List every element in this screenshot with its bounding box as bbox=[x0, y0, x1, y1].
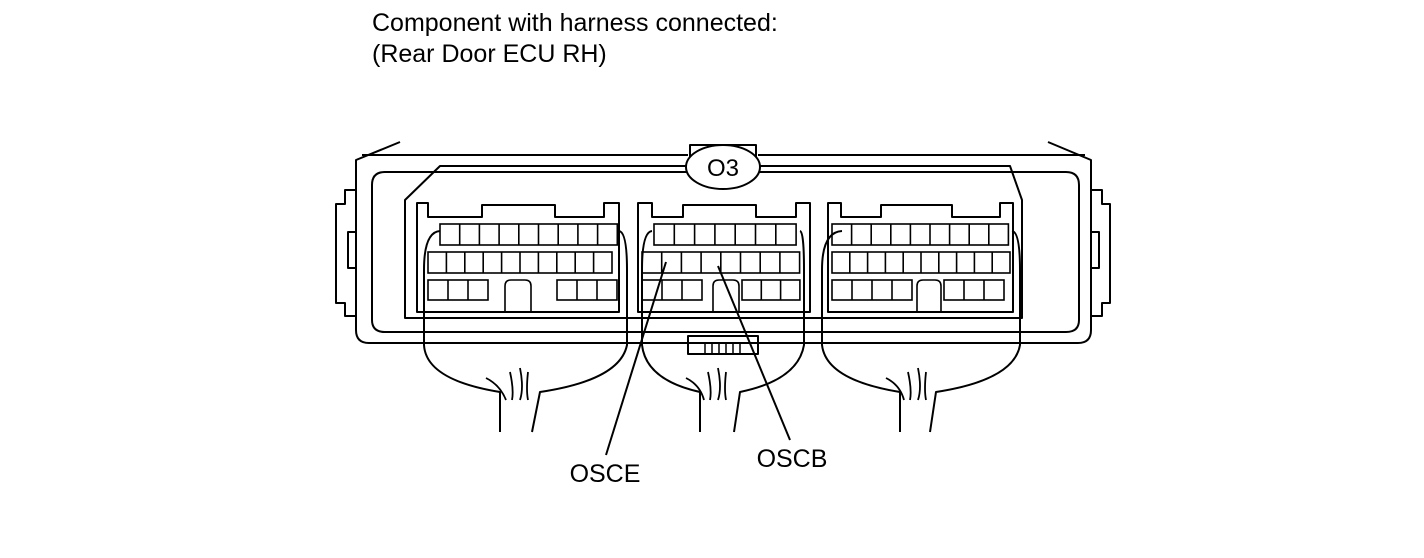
cavity-row bbox=[556, 279, 618, 301]
cavity-row bbox=[741, 279, 801, 301]
left-side-clip bbox=[335, 189, 356, 317]
keyway-notch bbox=[712, 279, 740, 312]
connector-id-label: O3 bbox=[707, 155, 739, 182]
cavity-row bbox=[641, 279, 703, 301]
callout-leader-right bbox=[717, 265, 791, 441]
harness-left bbox=[423, 230, 628, 433]
plug-left bbox=[416, 202, 620, 313]
callout-leader-left bbox=[605, 261, 667, 456]
plug-center bbox=[637, 202, 811, 313]
caption-line-2: (Rear Door ECU RH) bbox=[372, 40, 607, 68]
cavity-row bbox=[943, 279, 1005, 301]
callout-label-osce: OSCE bbox=[570, 460, 641, 488]
connector-id-badge bbox=[685, 144, 761, 190]
right-side-clip bbox=[1091, 189, 1111, 317]
ecu-housing-inner bbox=[371, 171, 1080, 333]
cavity-row bbox=[439, 223, 619, 246]
harness-center bbox=[641, 230, 805, 433]
cavity-row bbox=[427, 279, 489, 301]
cavity-row bbox=[831, 223, 1010, 246]
bottom-latch bbox=[687, 335, 759, 355]
keyway-notch bbox=[916, 279, 942, 312]
cavity-row bbox=[653, 223, 797, 246]
caption: Component with harness connected: (Rear … bbox=[372, 8, 778, 70]
callout-label-oscb: OSCB bbox=[757, 445, 828, 473]
connector-shell bbox=[404, 165, 1023, 319]
harness-right bbox=[821, 230, 1021, 433]
ecu-housing-outer bbox=[355, 141, 1092, 344]
plug-right bbox=[827, 202, 1014, 313]
keyway-notch bbox=[504, 279, 532, 312]
caption-line-1: Component with harness connected: bbox=[372, 9, 778, 37]
